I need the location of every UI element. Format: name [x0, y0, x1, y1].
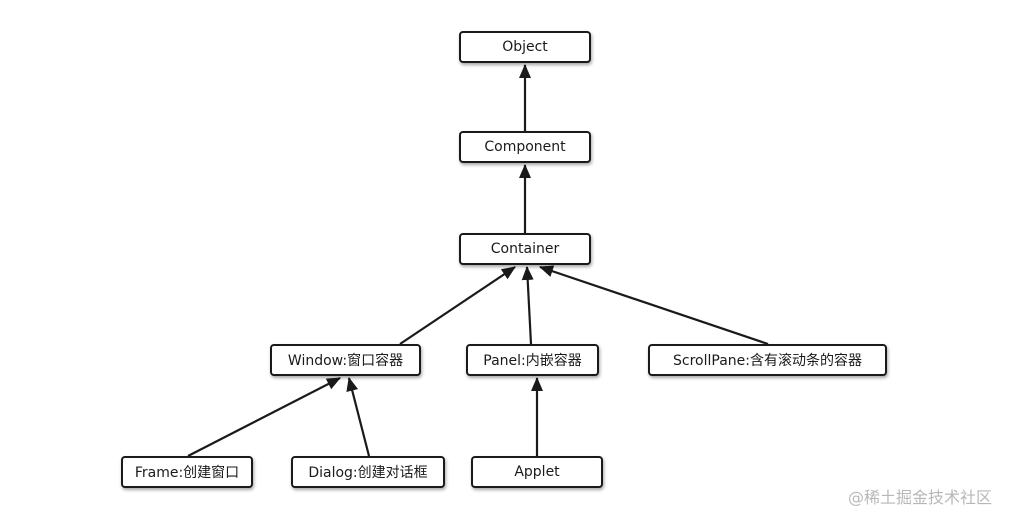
node-component: Component [459, 131, 591, 163]
node-object-label: Object [502, 39, 548, 55]
node-window-label: Window:窗口容器 [287, 353, 404, 369]
node-panel: Panel:内嵌容器 [466, 344, 599, 376]
node-dialog-label: Dialog:创建对话框 [308, 465, 428, 481]
edge-panel-to-container [521, 266, 534, 345]
edge-frame-to-window [187, 377, 341, 457]
node-window: Window:窗口容器 [270, 344, 421, 376]
node-component-label: Component [484, 139, 566, 155]
node-applet-label: Applet [514, 464, 560, 480]
node-panel-label: Panel:内嵌容器 [483, 353, 582, 369]
node-container: Container [459, 233, 591, 265]
edge-scrollpane-to-container [539, 265, 769, 346]
node-frame-label: Frame:创建窗口 [134, 465, 240, 481]
watermark: @稀土掘金技术社区 [848, 488, 993, 507]
edge-dialog-to-window [346, 377, 371, 457]
node-object: Object [459, 31, 591, 63]
node-applet: Applet [471, 456, 603, 488]
node-scrollpane: ScrollPane:含有滚动条的容器 [648, 344, 887, 376]
node-scrollpane-label: ScrollPane:含有滚动条的容器 [673, 353, 862, 369]
edge-window-to-container [399, 266, 516, 345]
node-frame: Frame:创建窗口 [121, 456, 253, 488]
node-container-label: Container [490, 241, 560, 257]
node-dialog: Dialog:创建对话框 [291, 456, 445, 488]
